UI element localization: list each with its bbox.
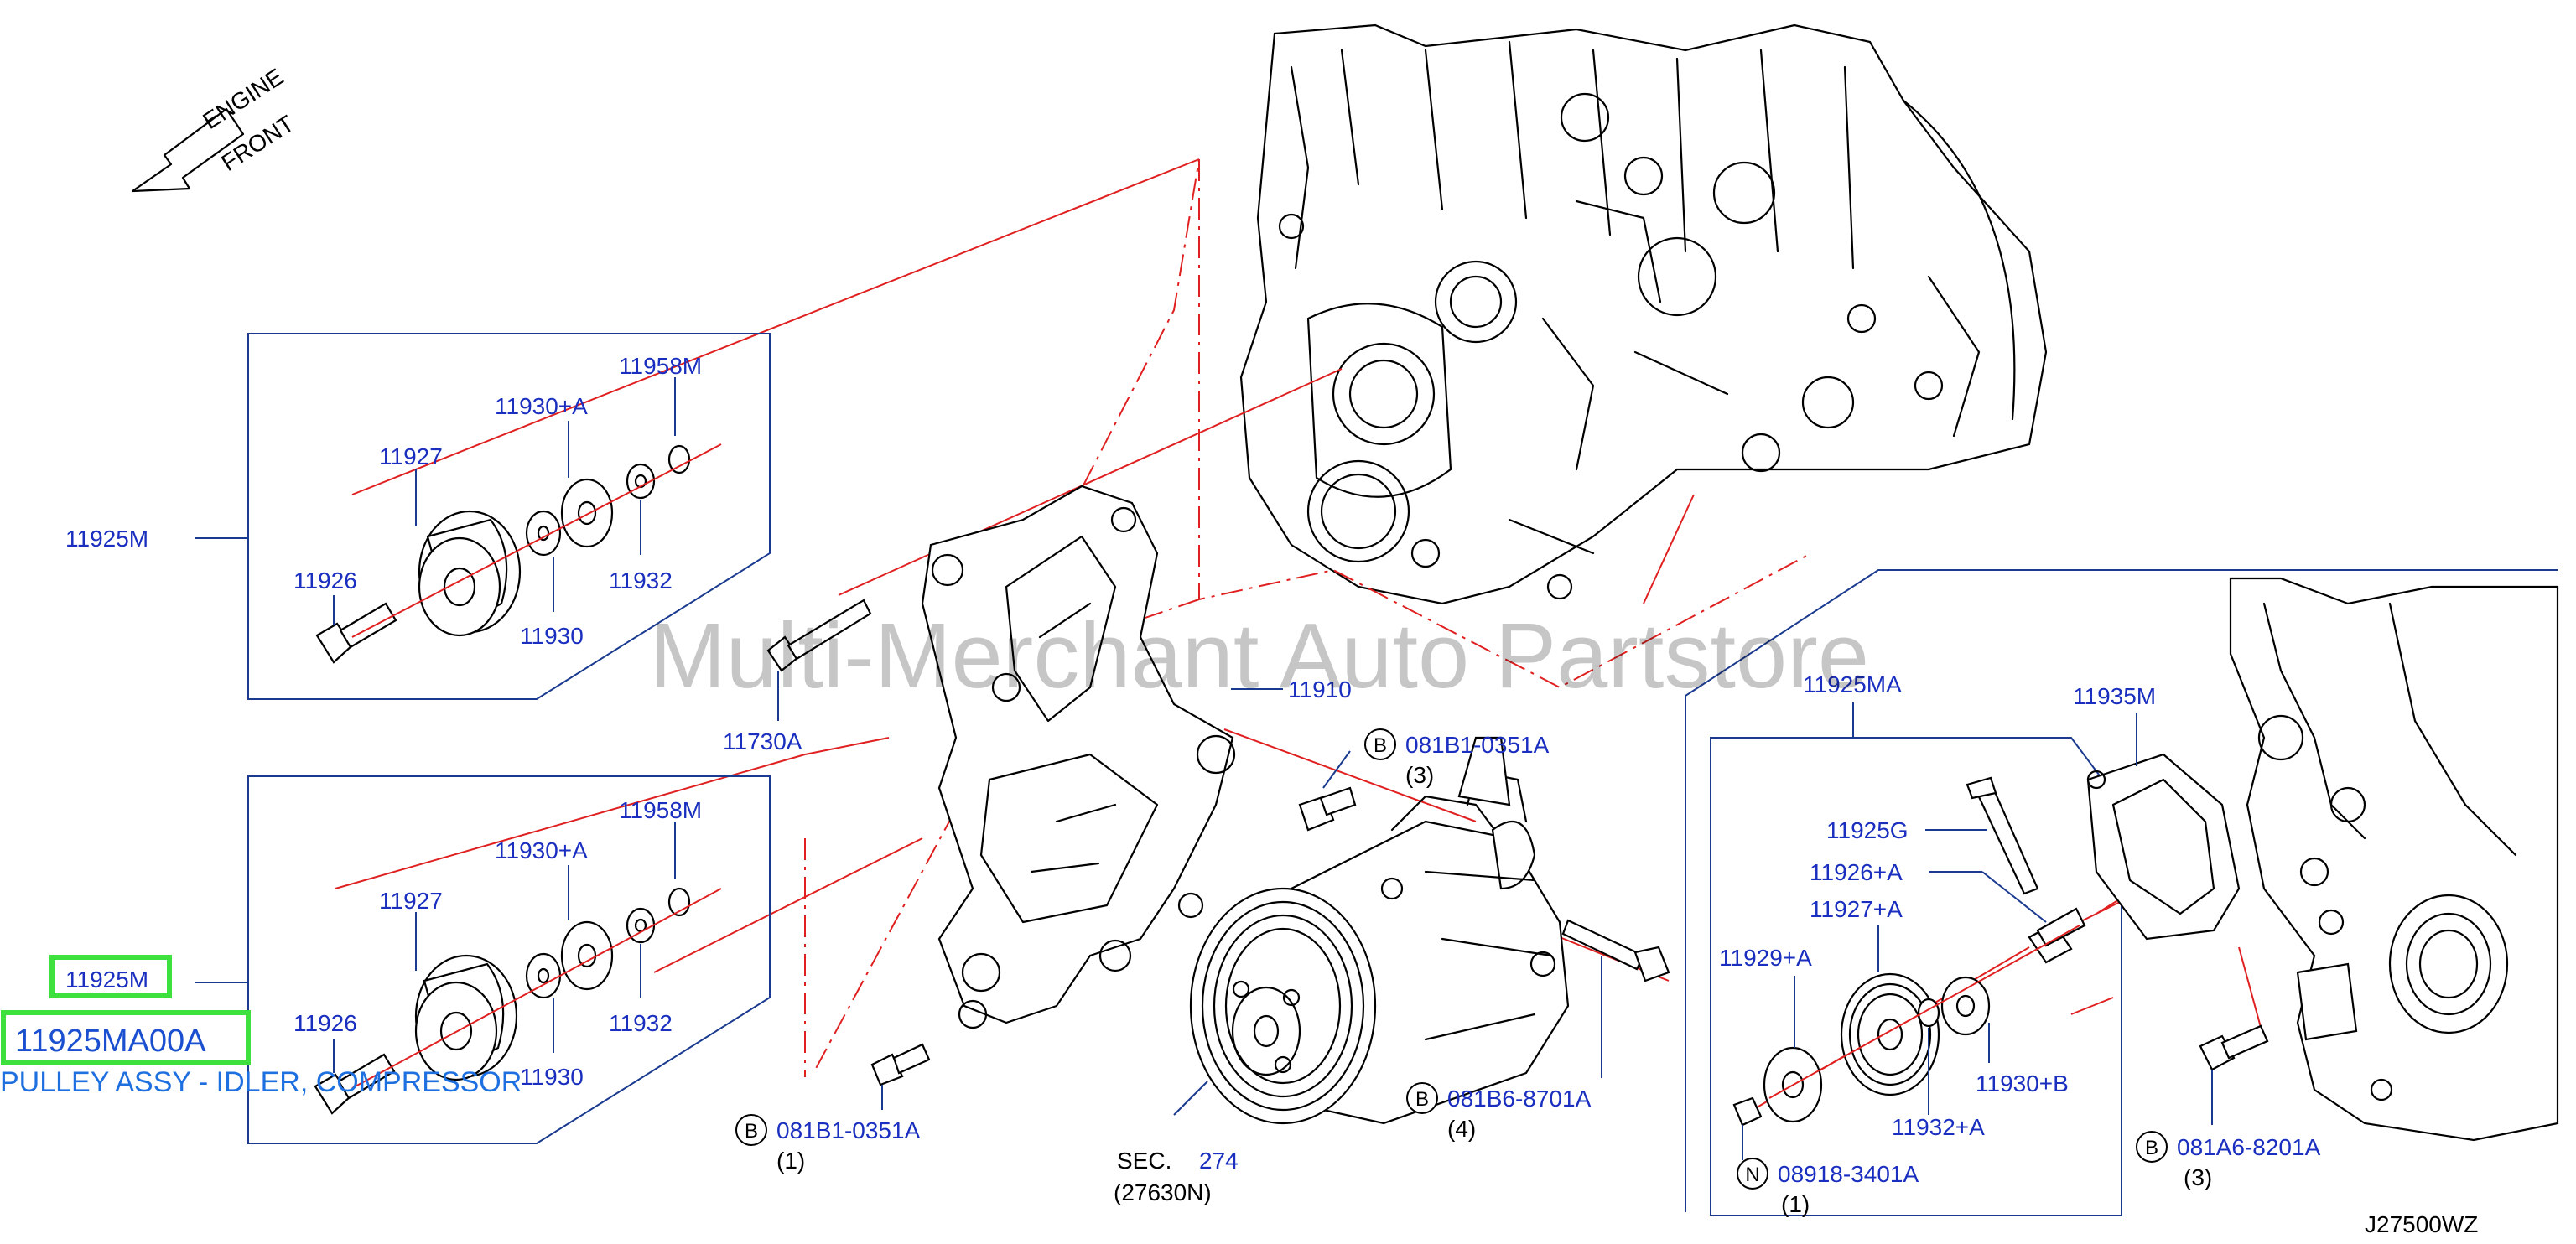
assembly-11925m-link[interactable]: 11925M (65, 967, 148, 993)
upper-idler-box (247, 333, 771, 700)
lower-part-11958m: 11958M (619, 797, 702, 823)
tensioner-part-11925g: 11925G (1826, 817, 1909, 843)
upper-idler-group: 11925M 11958M 11930+A 11927 11926 (65, 333, 771, 700)
assembly-11925m-highlight (49, 955, 172, 998)
tensioner-pulley-icon (1840, 972, 1940, 1096)
cover-bolt-icon (2199, 1024, 2269, 1071)
lower-part-11932: 11932 (609, 1010, 673, 1036)
compressor-sec-prefix: SEC. (1117, 1148, 1171, 1174)
tensioner-outer-box (1685, 569, 2558, 1212)
tensioner-part-11926a: 11926+A (1810, 859, 1903, 885)
lower-idler-group: 11958M 11930+A 11927 11926 11930 11932 1… (0, 775, 771, 1144)
tensioner-assembly-label: 11925MA (1803, 671, 1902, 697)
lower-cover-icon (560, 920, 614, 991)
upper-part-11930a: 11930+A (495, 393, 588, 419)
compressor-section-link[interactable]: 274 (1199, 1148, 1239, 1174)
nut-n-circle (1737, 1158, 1768, 1190)
cover-bolt-number: 081A6-8201A (2177, 1134, 2321, 1160)
ac-compressor-icon (1189, 736, 1570, 1125)
tensioner-cover-icon (2086, 753, 2241, 941)
lower-part-11927: 11927 (379, 888, 443, 914)
tensioner-part-11929a: 11929+A (1719, 945, 1812, 971)
bolt-b-circle-1 (1364, 728, 1396, 760)
tensioner-washer-icon (1940, 976, 1991, 1036)
compressor-bolt-3-number: 081B1-0351A (776, 1117, 921, 1143)
compressor-part-number: (27630N) (1114, 1179, 1212, 1205)
bolt-b-letter-2: B (1415, 1088, 1429, 1111)
bracket-lower-bolt-icon (870, 1043, 931, 1086)
bracket-part-label: 11910 (1288, 676, 1352, 702)
tensioner-group: 11925MA 11935M 11925G (1685, 569, 2559, 1217)
selected-part-number[interactable]: 11925MA00A (15, 1024, 206, 1059)
diagram-code: J27500WZ (2365, 1211, 2478, 1237)
bracket-group: 11910 11730A (723, 485, 1352, 1029)
compressor-bolt-3-qty: (1) (776, 1148, 805, 1174)
tensioner-nut-qty: (1) (1781, 1191, 1810, 1217)
upper-pulley-icon (418, 510, 522, 637)
compressor-bolt-2-qty: (4) (1447, 1116, 1476, 1142)
upper-part-11958m: 11958M (619, 353, 702, 379)
upper-part-11927: 11927 (379, 443, 443, 469)
lower-part-11930a: 11930+A (495, 837, 588, 863)
lower-part-11926: 11926 (293, 1010, 357, 1036)
selected-part-highlight (1, 1010, 251, 1065)
tensioner-part-11927a: 11927+A (1810, 896, 1903, 922)
compressor-group: SEC. 274 (27630N) B 081B1-0351A (3) B 08… (735, 728, 1670, 1205)
timing-cover-illustration (2229, 577, 2559, 1142)
lower-idler-box (247, 775, 771, 1144)
compressor-bolt-1-number: 081B1-0351A (1405, 732, 1550, 758)
upper-part-11926: 11926 (293, 568, 357, 593)
bolt-b-letter-4: B (2145, 1137, 2158, 1159)
tensioner-cover-label: 11935M (2073, 683, 2156, 709)
upper-part-11930: 11930 (520, 623, 584, 649)
bracket-bolt-label: 11730A (723, 728, 802, 754)
watermark-text: Multi-Merchant Auto Partstore (649, 604, 1869, 708)
tensioner-nut-number: 08918-3401A (1778, 1161, 1919, 1187)
bracket-bolt-icon (766, 599, 872, 672)
lower-pulley-icon (414, 954, 518, 1081)
tensioner-bolt-icon (2028, 907, 2086, 964)
upper-assembly-label: 11925M (65, 526, 148, 552)
compressor-bolt-1-qty: (3) (1405, 762, 1434, 788)
selected-part-name: PULLEY ASSY - IDLER, COMPRESSOR (0, 1066, 522, 1098)
tensioner-part-11930b: 11930+B (1976, 1070, 2069, 1096)
bolt-b-circle-3 (735, 1114, 767, 1146)
upper-part-11932: 11932 (609, 568, 673, 593)
compressor-long-bolt-icon (1561, 919, 1670, 982)
cover-bolt-qty: (3) (2184, 1164, 2212, 1190)
compressor-bolt-3-icon (1298, 786, 1357, 832)
tensioner-part-11932a: 11932+A (1892, 1114, 1985, 1140)
bolt-b-circle-2 (1406, 1082, 1438, 1114)
compressor-bracket-icon (921, 485, 1234, 1024)
lower-part-11930: 11930 (520, 1064, 584, 1090)
upper-snap-ring-icon (667, 444, 691, 474)
engine-front-arrow-icon (131, 107, 245, 193)
tensioner-adjust-bolt-icon (1966, 776, 2039, 895)
upper-bolt-icon (315, 602, 397, 664)
upper-cover-icon (560, 478, 614, 548)
engine-front-indicator: ENGINE FRONT (131, 64, 299, 193)
upper-washer-icon (525, 510, 562, 557)
bolt-b-circle-4 (2136, 1131, 2168, 1163)
compressor-bolt-2-number: 081B6-8701A (1447, 1086, 1592, 1112)
tensioner-inner-box (1710, 737, 2122, 1216)
nut-n-letter: N (1745, 1164, 1759, 1186)
tensioner-nut-icon (1732, 1096, 1763, 1127)
bolt-b-letter-3: B (745, 1120, 758, 1143)
engine-block-illustration (1239, 23, 2048, 605)
bolt-b-letter-1: B (1374, 734, 1387, 757)
